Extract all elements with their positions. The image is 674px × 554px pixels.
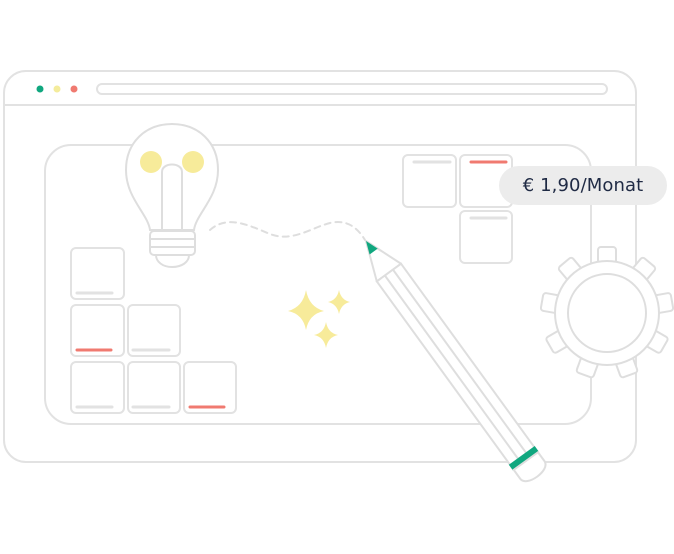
sparkle-small-top [328, 290, 350, 314]
window-dot-red [70, 85, 78, 93]
sparkle-icon [288, 290, 350, 348]
lightbulb-icon [124, 122, 220, 269]
gear-hole [567, 273, 647, 353]
card-grid-right [402, 154, 513, 264]
card [70, 304, 125, 357]
bulb-glass [124, 122, 220, 231]
pencil-groove [392, 269, 529, 456]
price-label: € 1,90/Monat [522, 175, 644, 196]
bulb-glow-left [140, 151, 162, 173]
window-dot-green [36, 85, 44, 93]
bulb-base [149, 230, 196, 256]
window-dot-yellow [53, 85, 61, 93]
card [402, 154, 457, 208]
sparkle-large [288, 290, 324, 330]
address-bar [96, 83, 608, 95]
card [459, 210, 513, 264]
card [70, 247, 125, 300]
card [127, 304, 181, 357]
bulb-cap [154, 254, 191, 269]
card [183, 361, 237, 414]
sparkle-small-bottom [314, 322, 338, 348]
price-badge: € 1,90/Monat [499, 166, 667, 205]
pencil-lead [366, 241, 378, 255]
card [70, 361, 125, 414]
gear-icon [539, 246, 674, 379]
pencil-groove [384, 274, 521, 462]
bulb-filament [161, 163, 183, 232]
card-grid-left [70, 247, 237, 414]
bulb-glow-right [182, 151, 204, 173]
card [127, 361, 181, 414]
pencil-icon [365, 240, 547, 483]
pencil-band [508, 445, 539, 471]
pencil-eraser [512, 450, 547, 483]
